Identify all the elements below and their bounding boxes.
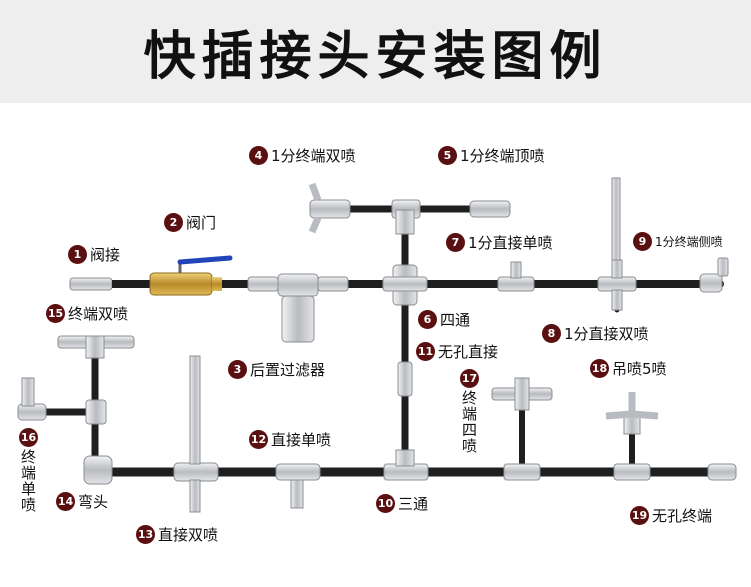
callout-badge: 1 [68, 245, 87, 264]
callout-label: 终端双喷 [68, 305, 129, 323]
callout-label: 无孔终端 [652, 507, 713, 525]
callout-badge: 5 [438, 146, 457, 165]
callout-7: 7 1分直接单喷 [446, 232, 553, 253]
valve-body [149, 272, 213, 296]
double-spray-end [309, 199, 351, 219]
lower-fittings [17, 335, 737, 513]
callout-label: 无孔直接 [438, 343, 499, 361]
upper-fittings [69, 177, 729, 343]
callout-label: 直接双喷 [158, 526, 219, 544]
callout-8: 8 1分直接双喷 [542, 323, 649, 344]
callout-badge: 15 [46, 304, 65, 323]
callout-label: 1分终端侧喷 [655, 235, 723, 249]
callout-9: 9 1分终端侧喷 [633, 232, 723, 251]
elbow [83, 455, 113, 485]
callout-badge: 18 [590, 359, 609, 378]
callout-label: 直接单喷 [271, 431, 332, 449]
callout-badge: 3 [228, 360, 247, 379]
top-spray-end [469, 200, 511, 218]
callout-badge: 6 [418, 310, 437, 329]
callout-label: 终端四喷 [460, 390, 478, 454]
callout-label: 四通 [440, 311, 471, 329]
callout-label: 三通 [398, 495, 429, 513]
callout-badge: 16 [19, 428, 38, 447]
left-tee [85, 399, 107, 425]
callout-label: 吊喷5喷 [612, 360, 667, 378]
callout-label: 1分直接双喷 [564, 325, 649, 343]
callout-badge: 4 [249, 146, 268, 165]
callout-13: 13 直接双喷 [136, 524, 218, 545]
callout-badge: 2 [164, 213, 183, 232]
callout-14: 14 弯头 [56, 491, 108, 512]
callout-1: 1 阀接 [68, 244, 120, 265]
callout-12: 12 直接单喷 [249, 429, 331, 450]
callout-2: 2 阀门 [164, 212, 216, 233]
callout-badge: 17 [460, 369, 479, 388]
callout-16: 16 终端单喷 [18, 428, 39, 513]
callout-badge: 9 [633, 232, 652, 251]
no-hole-end [707, 463, 737, 481]
callout-4: 4 1分终端双喷 [249, 145, 356, 166]
straight-no-hole [397, 361, 413, 397]
callout-label: 阀接 [90, 246, 121, 264]
callout-badge: 7 [446, 233, 465, 252]
callout-11: 11 无孔直接 [416, 341, 498, 362]
callout-10: 10 三通 [376, 493, 428, 514]
callout-label: 阀门 [186, 214, 217, 232]
callout-label: 1分直接单喷 [468, 234, 553, 252]
side-spray-end [699, 273, 723, 293]
callout-badge: 13 [136, 525, 155, 544]
callout-badge: 10 [376, 494, 395, 513]
callout-6: 6 四通 [418, 309, 470, 330]
page-title: 快插接头安装图例 [143, 27, 608, 87]
callout-17: 17 终端四喷 [459, 369, 480, 454]
callout-badge: 11 [416, 342, 435, 361]
callout-3: 3 后置过滤器 [228, 359, 325, 380]
callout-label: 终端单喷 [19, 449, 37, 513]
callout-18: 18 吊喷5喷 [590, 358, 667, 379]
title-bar: 快插接头安装图例 [0, 0, 751, 103]
filter-bowl [281, 295, 315, 343]
callout-badge: 12 [249, 430, 268, 449]
callout-label: 弯头 [78, 493, 109, 511]
callout-5: 5 1分终端顶喷 [438, 145, 545, 166]
callout-badge: 14 [56, 492, 75, 511]
lower-double-spray [173, 462, 219, 482]
straight-single-spray [497, 276, 535, 292]
callout-19: 19 无孔终端 [630, 505, 712, 526]
valve-handle [177, 255, 233, 265]
callout-label: 后置过滤器 [250, 361, 326, 379]
straight-double-spray [597, 276, 637, 292]
tall-pin [611, 177, 621, 261]
lower-single-spray [275, 463, 321, 481]
callout-label: 1分终端顶喷 [460, 147, 545, 165]
callout-label: 1分终端双喷 [271, 147, 356, 165]
callout-badge: 19 [630, 506, 649, 525]
callout-15: 15 终端双喷 [46, 303, 128, 324]
callout-badge: 8 [542, 324, 561, 343]
valve-connector [69, 277, 113, 291]
filter-head [277, 273, 319, 297]
